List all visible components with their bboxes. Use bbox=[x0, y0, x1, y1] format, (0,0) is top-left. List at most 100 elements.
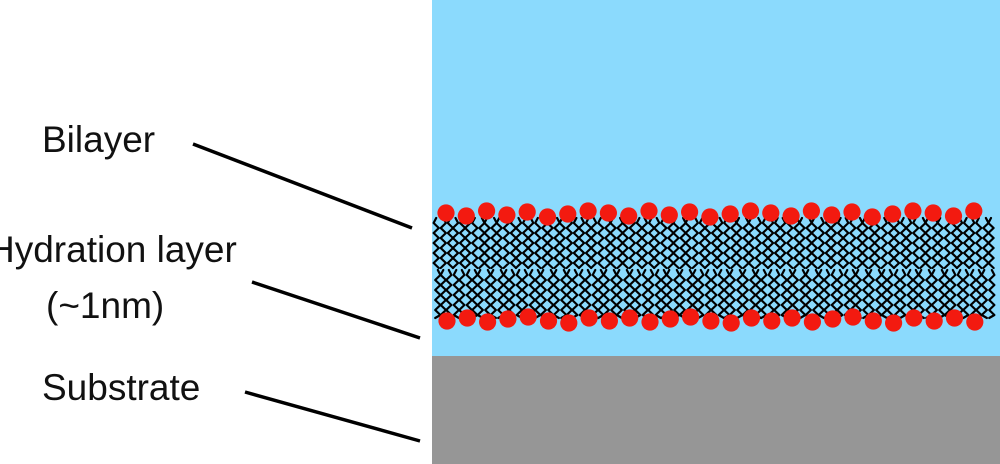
lipid-head-bottom bbox=[742, 309, 761, 327]
lipid-tail-upper bbox=[703, 216, 712, 270]
lipid-tail-upper bbox=[716, 216, 724, 270]
lipid-head-top bbox=[944, 207, 963, 225]
lipid-tail-upper bbox=[880, 216, 888, 270]
lipid-tail-lower bbox=[539, 268, 547, 320]
lipid-head-top bbox=[884, 205, 902, 223]
lipid-head-bottom bbox=[539, 312, 558, 330]
lipid-tail-lower bbox=[489, 268, 497, 320]
lipid-tail-lower bbox=[565, 268, 573, 320]
substrate-label: Substrate bbox=[42, 367, 200, 408]
lipid-head-top bbox=[782, 207, 800, 225]
lipid-tail-upper bbox=[962, 216, 971, 270]
lipid-tail-lower bbox=[804, 268, 812, 320]
lipid-tail-lower bbox=[717, 268, 725, 320]
lipid-tail-upper bbox=[779, 216, 787, 270]
lipid-tail-upper bbox=[936, 216, 944, 270]
lipid-head-top bbox=[762, 204, 780, 222]
lipid-tail-upper bbox=[684, 216, 692, 270]
lipid-tail-lower bbox=[591, 268, 599, 320]
lipid-head-top bbox=[721, 205, 739, 223]
lipid-head-top bbox=[498, 206, 516, 224]
lipid-head-top bbox=[538, 208, 557, 226]
lipid-tail-upper bbox=[635, 216, 644, 270]
lipid-tail-upper bbox=[691, 216, 699, 270]
lipid-head-top bbox=[802, 202, 821, 220]
lipid-tail-lower bbox=[988, 268, 996, 320]
lipid-tail-lower bbox=[962, 268, 970, 320]
lipid-tail-lower bbox=[780, 268, 788, 320]
lipid-head-bottom bbox=[560, 314, 578, 332]
lipid-tail-upper bbox=[495, 216, 503, 270]
lipid-tail-upper bbox=[464, 216, 472, 270]
lipid-head-top bbox=[579, 202, 597, 220]
lipid-tail-upper bbox=[572, 216, 581, 270]
lipid-tail-lower bbox=[678, 268, 686, 320]
lipid-head-top bbox=[640, 202, 658, 220]
lipid-tail-lower bbox=[899, 268, 907, 320]
lipid-head-top bbox=[457, 207, 475, 225]
lipid-head-bottom bbox=[864, 312, 882, 330]
substrate-block bbox=[432, 356, 1000, 464]
lipid-tail-lower bbox=[943, 268, 951, 320]
lipid-head-bottom bbox=[803, 313, 822, 331]
lipid-head-bottom bbox=[722, 314, 740, 332]
lipid-tail-upper bbox=[842, 216, 850, 270]
lipid-tail-upper bbox=[577, 216, 586, 270]
bottom-leaflet-heads bbox=[438, 308, 984, 332]
lipid-head-top bbox=[863, 208, 881, 226]
lipid-tail-lower bbox=[754, 268, 762, 320]
top-leaflet-heads bbox=[437, 202, 983, 226]
lipid-head-bottom bbox=[905, 309, 923, 327]
lipid-head-top bbox=[660, 206, 678, 224]
lipid-head-bottom bbox=[925, 312, 943, 330]
lipid-head-top bbox=[681, 203, 699, 221]
lipid-tail-upper bbox=[698, 216, 707, 270]
lipid-head-top bbox=[437, 204, 455, 222]
lipid-tail-upper bbox=[471, 216, 479, 270]
lipid-tail-upper bbox=[546, 216, 554, 270]
lipid-head-bottom bbox=[479, 313, 497, 331]
lipid-tail-upper bbox=[653, 216, 661, 270]
lipid-tail-lower bbox=[760, 268, 768, 320]
lipid-tail-upper bbox=[451, 216, 460, 270]
lipid-tail-upper bbox=[968, 216, 976, 270]
hydration-leader-line bbox=[251, 280, 421, 340]
lipid-tail-upper bbox=[955, 216, 964, 270]
lipid-tail-upper bbox=[943, 216, 951, 270]
lipid-head-top bbox=[823, 206, 841, 224]
lipid-tail-lower bbox=[867, 268, 875, 320]
lipid-tail-upper bbox=[975, 216, 983, 270]
lipid-tail-lower bbox=[728, 268, 736, 320]
lipid-tail-upper bbox=[621, 216, 629, 270]
lipid-head-bottom bbox=[621, 309, 639, 327]
lipid-tail-upper bbox=[912, 216, 920, 270]
lipid-head-bottom bbox=[945, 309, 964, 327]
lipid-tail-upper bbox=[887, 216, 896, 270]
hydration-size-label: (~1nm) bbox=[46, 285, 164, 326]
lipid-tail-upper bbox=[597, 216, 605, 270]
lipid-head-top bbox=[478, 202, 496, 220]
lipid-head-bottom bbox=[499, 310, 517, 328]
lipid-head-bottom bbox=[885, 314, 903, 332]
lipid-tail-lower bbox=[969, 268, 977, 320]
lipid-tail-upper bbox=[483, 216, 491, 270]
lipid-tail-upper bbox=[521, 216, 530, 270]
lipid-tail-lower bbox=[602, 268, 610, 320]
lipid-tail-lower bbox=[773, 268, 781, 320]
lipid-tail-upper bbox=[766, 216, 775, 270]
lipid-tail-lower bbox=[476, 268, 484, 320]
lipid-tail-upper bbox=[710, 216, 719, 270]
lipid-tail-upper bbox=[527, 216, 535, 270]
lipid-head-bottom bbox=[763, 312, 781, 330]
lipid-tail-lower bbox=[654, 268, 662, 320]
lipid-head-top bbox=[924, 204, 942, 222]
lipid-tail-upper bbox=[824, 216, 833, 270]
lipid-head-top bbox=[620, 207, 638, 225]
lipid-tail-lower bbox=[641, 268, 649, 320]
lipid-head-top bbox=[599, 204, 618, 222]
lipid-tail-upper bbox=[514, 216, 523, 270]
lipid-tail-upper bbox=[723, 216, 731, 270]
lipid-tail-upper bbox=[873, 216, 881, 270]
lipid-head-bottom bbox=[661, 310, 679, 328]
lipid-tail-upper bbox=[899, 216, 908, 270]
